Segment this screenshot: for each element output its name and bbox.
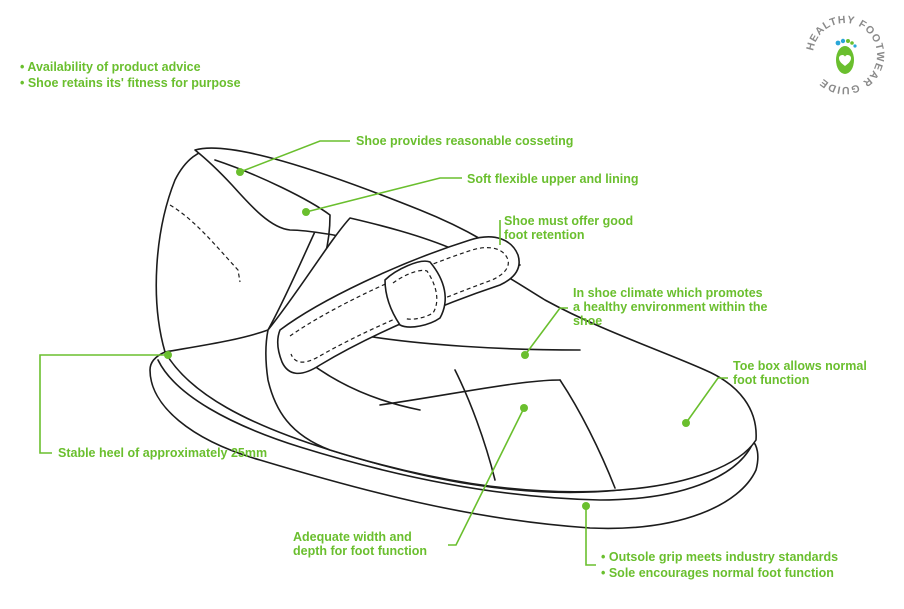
leader-heel xyxy=(39,354,168,454)
strap-buckle xyxy=(384,260,446,328)
heel-stitch xyxy=(169,204,241,283)
callout-climate-line-1: In shoe climate which promotes xyxy=(573,286,763,300)
top-bullet-fitness: • Shoe retains its' fitness for purpose xyxy=(20,76,241,90)
callout-upper: Soft flexible upper and lining xyxy=(467,172,639,186)
dot-upper xyxy=(302,208,310,216)
dot-width xyxy=(520,404,528,412)
callout-retention: Shoe must offer good foot retention xyxy=(504,214,633,242)
callout-retention-line-2: foot retention xyxy=(504,228,585,242)
upper-seam-2 xyxy=(559,379,616,489)
callout-width-line-2: depth for foot function xyxy=(293,544,427,558)
foot-heart-icon xyxy=(835,38,857,74)
midsole-line xyxy=(157,359,753,501)
dot-sole xyxy=(582,502,590,510)
callout-toebox-line-1: Toe box allows normal xyxy=(733,359,867,373)
leader-sole xyxy=(585,506,596,566)
callout-toebox-line-2: foot function xyxy=(733,373,810,387)
callout-width: Adequate width and depth for foot functi… xyxy=(293,530,427,558)
callout-climate-line-2: a healthy environment within the xyxy=(573,300,768,314)
callout-sole-line-1: • Outsole grip meets industry standards xyxy=(601,550,839,564)
callout-climate-line-3: shoe xyxy=(573,314,603,328)
upper-seam-1 xyxy=(454,369,496,481)
callout-sole: • Outsole grip meets industry standards … xyxy=(601,550,838,580)
callout-width-line-1: Adequate width and xyxy=(293,530,412,544)
leader-toebox xyxy=(685,377,728,424)
callout-cosseting: Shoe provides reasonable cosseting xyxy=(356,134,574,148)
leader-upper xyxy=(305,177,462,213)
leader-climate xyxy=(524,307,568,356)
leader-cosseting xyxy=(239,140,350,173)
dot-toebox xyxy=(682,419,690,427)
callout-sole-line-2: • Sole encourages normal foot function xyxy=(601,566,834,580)
callout-heel: Stable heel of approximately 25mm xyxy=(58,446,268,460)
healthy-footwear-guide-logo: HEALTHY FOOTWEAR GUIDE xyxy=(800,10,890,100)
callout-toebox: Toe box allows normal foot function xyxy=(733,359,867,387)
upper-seam-3 xyxy=(359,334,581,351)
callout-climate: In shoe climate which promotes a healthy… xyxy=(573,286,767,328)
upper-seam-4 xyxy=(379,379,561,406)
top-bullet-advice: • Availability of product advice xyxy=(20,60,201,74)
callout-retention-line-1: Shoe must offer good xyxy=(504,214,634,228)
leader-width xyxy=(448,407,525,546)
dot-heel xyxy=(164,351,172,359)
buckle-stitch xyxy=(392,269,438,320)
top-bullet-list: • Availability of product advice • Shoe … xyxy=(20,60,241,90)
dot-cosseting xyxy=(236,168,244,176)
dot-climate xyxy=(521,351,529,359)
